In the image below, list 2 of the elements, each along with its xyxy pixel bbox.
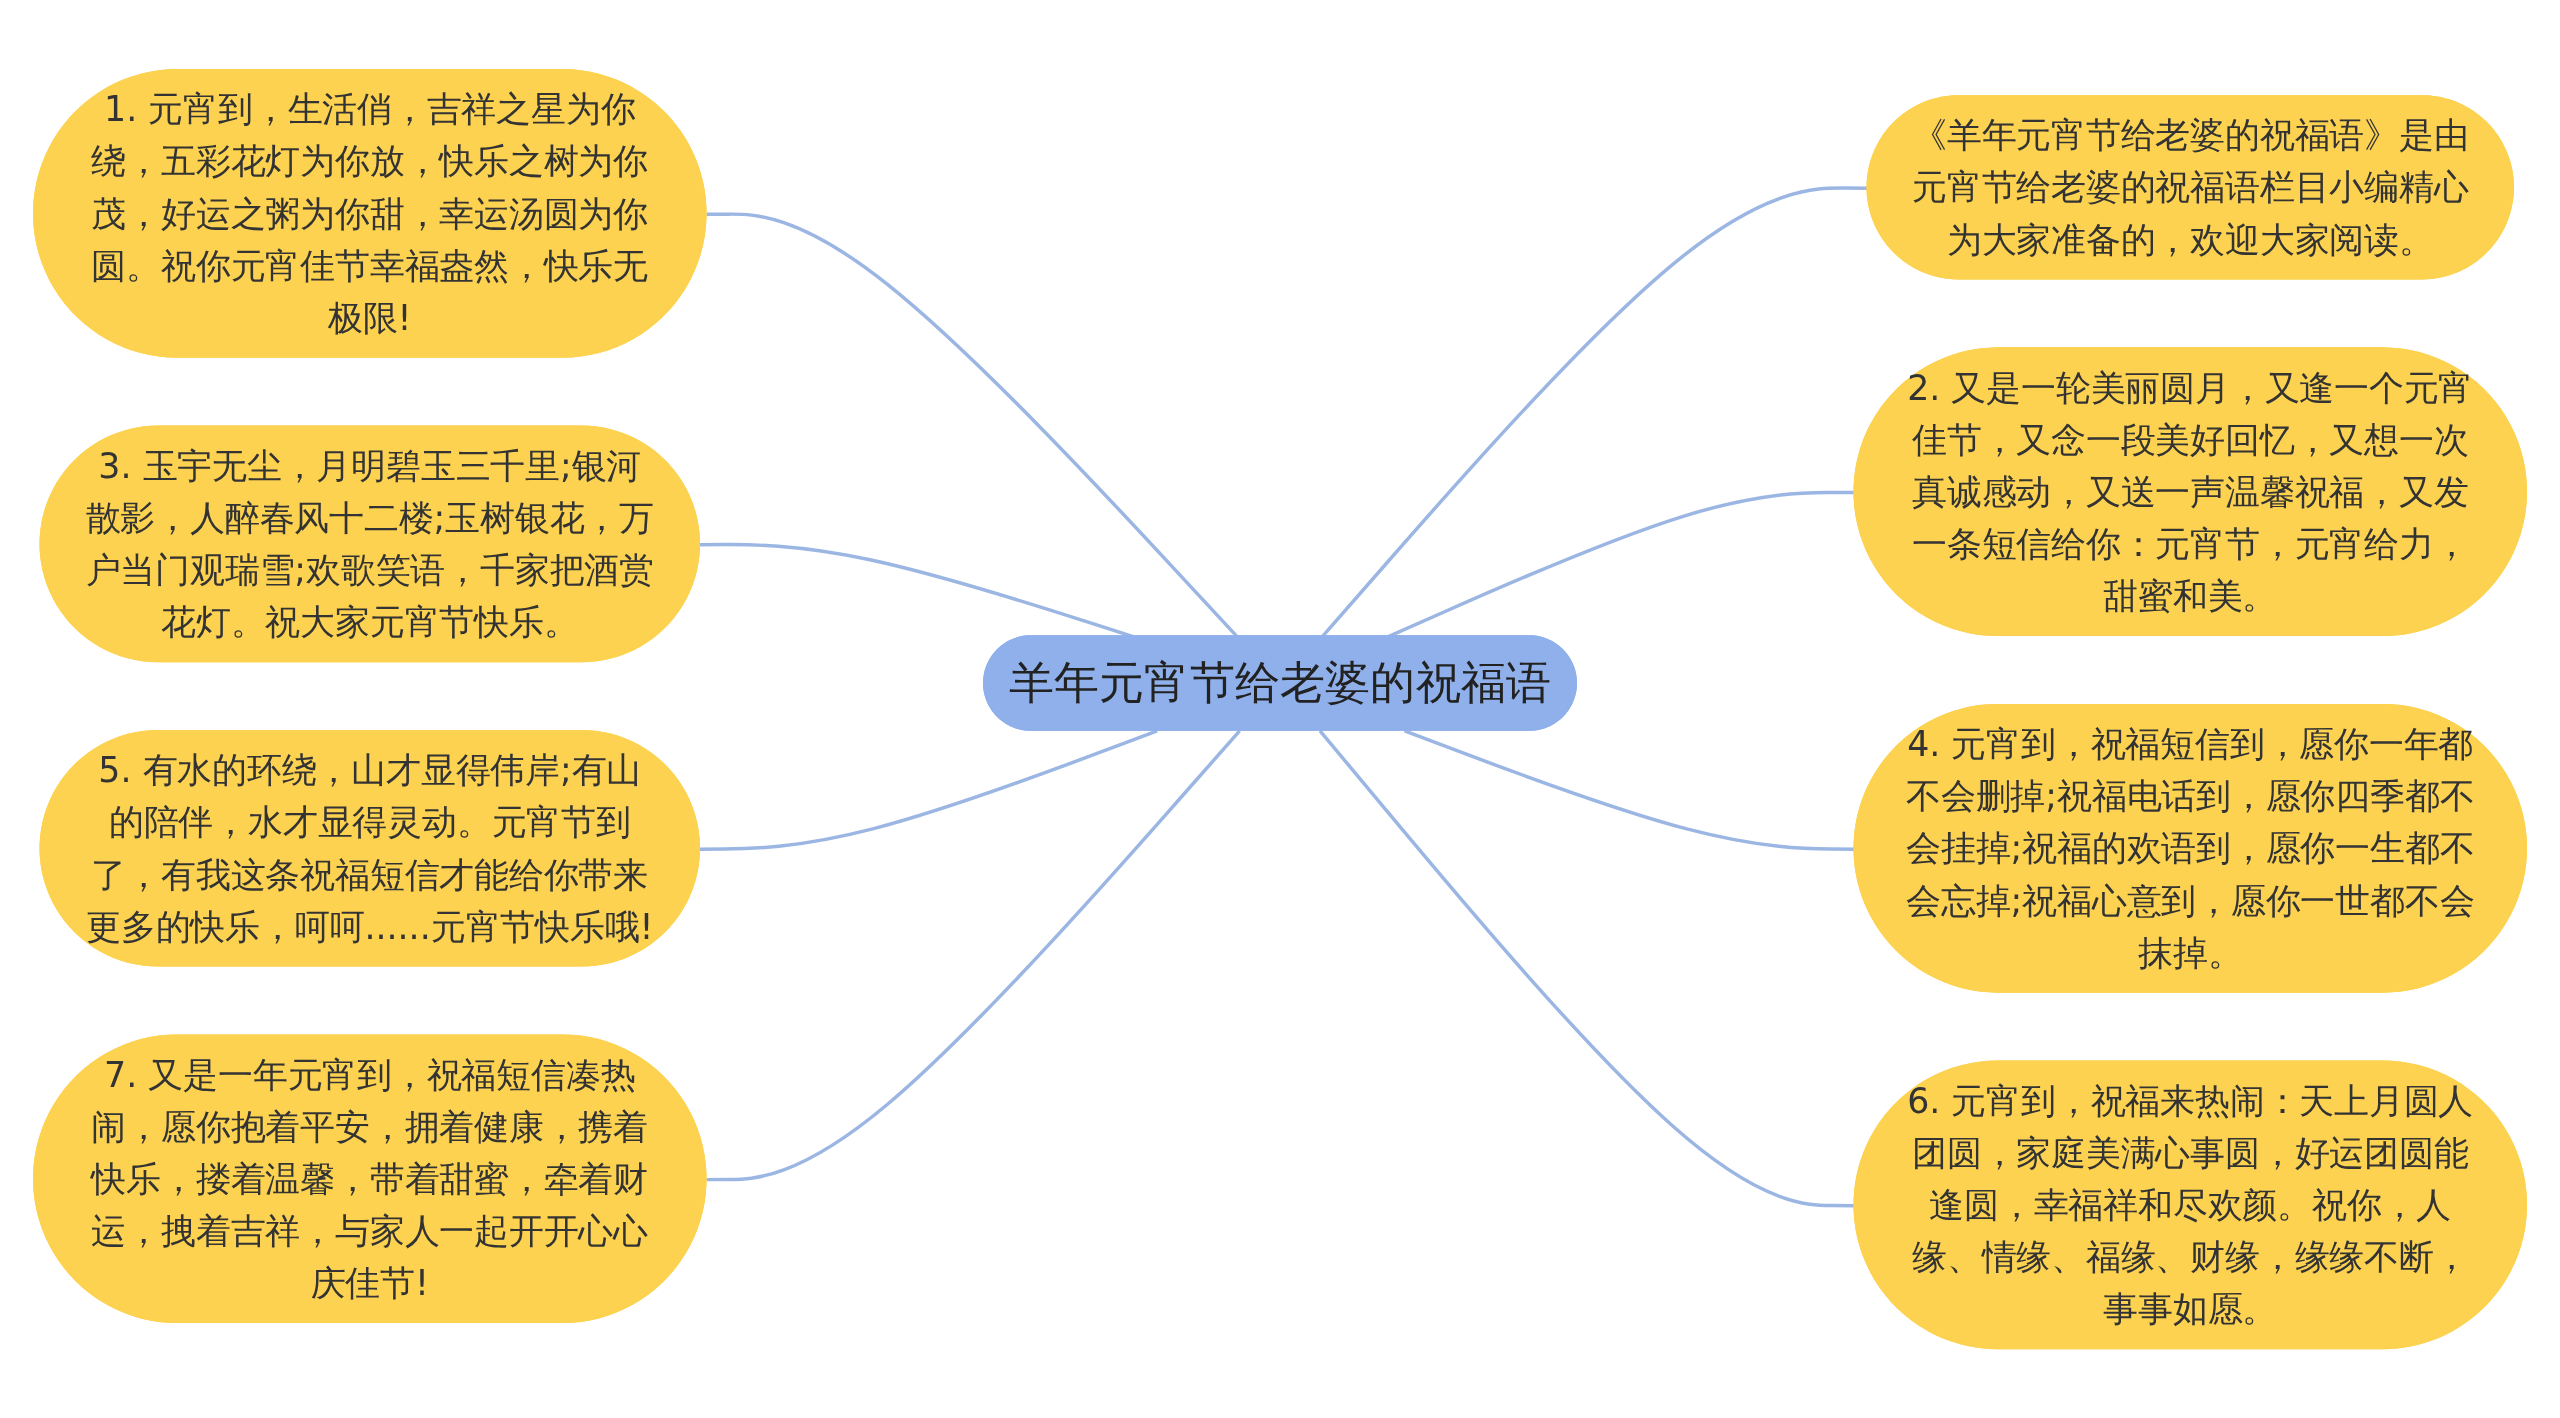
connector [706,729,1241,1182]
connector [699,729,1158,851]
